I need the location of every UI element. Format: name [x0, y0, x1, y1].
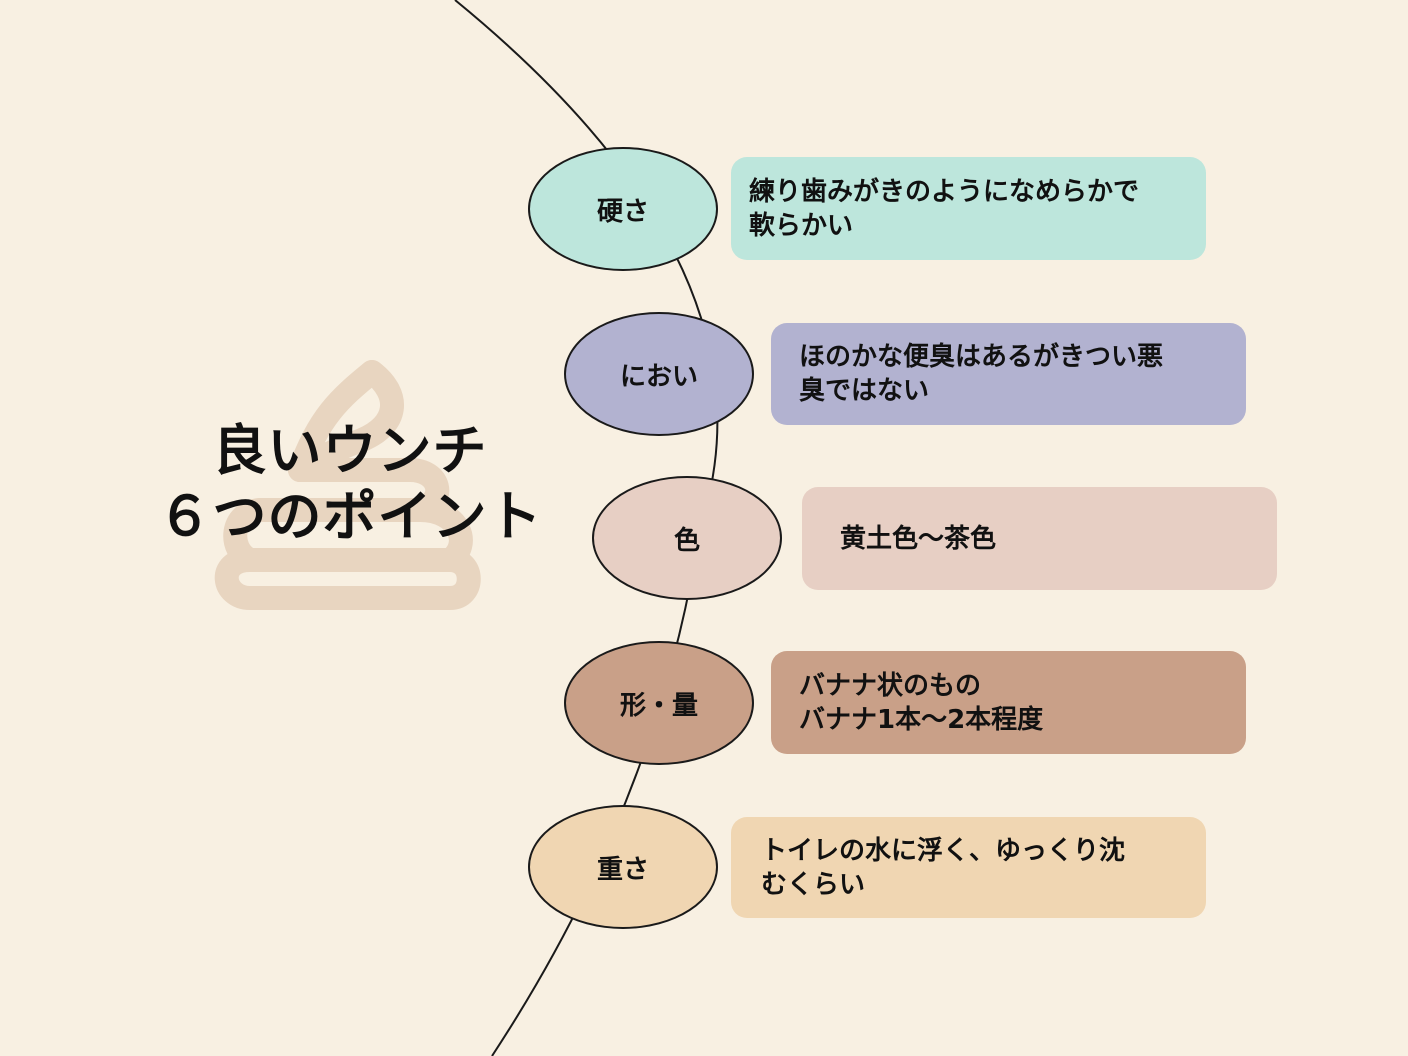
node-shape: 形・量	[564, 641, 754, 765]
description-text: 黄土色〜茶色	[840, 523, 997, 554]
node-label: 色	[673, 525, 700, 556]
description-text: トイレの水に浮く、ゆっくり沈 むくらい	[761, 835, 1126, 900]
node-weight: 重さ	[528, 805, 718, 929]
description-shape: バナナ状のもの バナナ1本〜2本程度	[771, 651, 1246, 754]
title-line-2: ６つのポイント	[157, 485, 543, 548]
description-text: ほのかな便臭はあるがきつい悪 臭ではない	[799, 342, 1164, 406]
description-smell: ほのかな便臭はあるがきつい悪 臭ではない	[771, 323, 1246, 425]
description-text: 練り歯みがきのようになめらかで 軟らかい	[749, 176, 1140, 241]
node-hardness: 硬さ	[528, 147, 718, 271]
node-color: 色	[592, 476, 782, 600]
description-color: 黄土色〜茶色	[802, 487, 1277, 590]
node-label: 重さ	[596, 854, 649, 885]
node-smell: におい	[564, 312, 754, 436]
description-hardness: 練り歯みがきのようになめらかで 軟らかい	[731, 157, 1206, 260]
node-label: 硬さ	[596, 196, 649, 227]
poop-icon	[214, 360, 481, 610]
node-label: におい	[619, 361, 698, 392]
title-line-1: 良いウンチ	[212, 419, 488, 482]
node-label: 形・量	[619, 690, 698, 721]
diagram-title: 良いウンチ ６つのポイント	[150, 418, 550, 550]
description-text: バナナ状のもの バナナ1本〜2本程度	[799, 670, 1044, 735]
description-weight: トイレの水に浮く、ゆっくり沈 むくらい	[731, 817, 1206, 918]
